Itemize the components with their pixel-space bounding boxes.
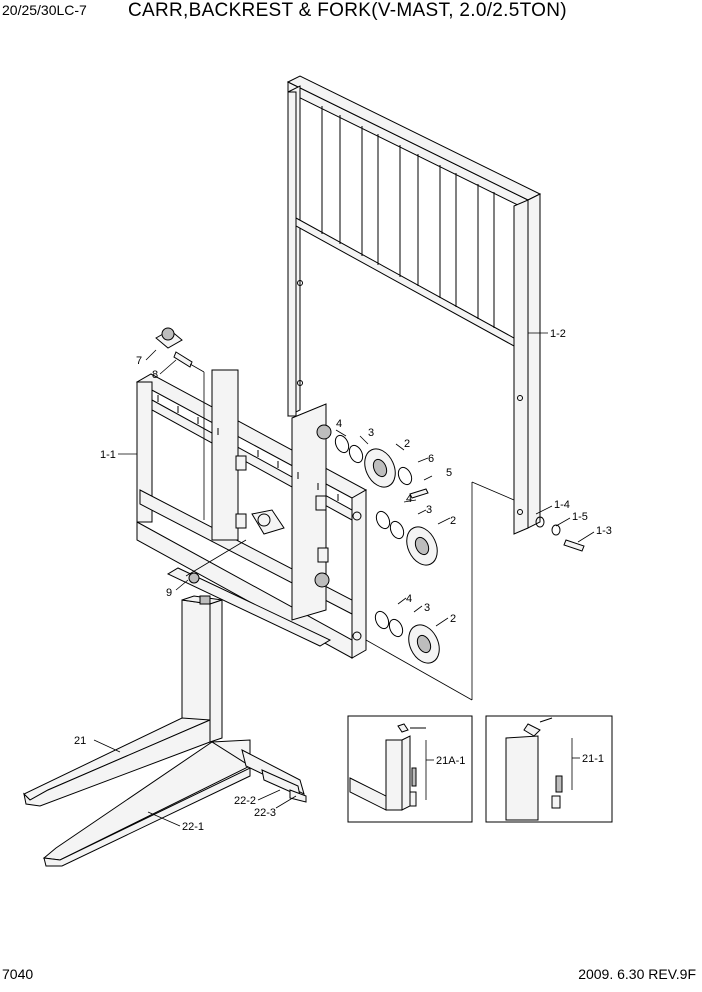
detail-box-21-1 (485, 715, 613, 823)
callout-4a: 4 (336, 418, 342, 430)
nut (185, 539, 247, 584)
callout-4b: 4 (406, 493, 412, 505)
callout-22-3: 22-3 (254, 807, 276, 819)
callout-21: 21 (74, 735, 86, 747)
callout-6: 6 (428, 453, 434, 465)
page-number: 7040 (2, 966, 34, 982)
callout-3b: 3 (426, 504, 432, 516)
callout-2c: 2 (450, 613, 456, 625)
callout-9: 9 (166, 587, 172, 599)
backrest (286, 75, 542, 535)
leader-lines (93, 332, 595, 827)
roller-lower (374, 610, 440, 664)
detail-box-21a (347, 715, 473, 823)
callout-1-1: 1-1 (100, 449, 116, 461)
backrest-bolt-set (365, 481, 585, 701)
carriage (135, 369, 368, 659)
callout-22-1: 22-1 (182, 821, 204, 833)
fork-side-shift (42, 739, 307, 867)
stopper-pin (155, 327, 205, 520)
callout-3c: 3 (424, 602, 430, 614)
callout-22-2: 22-2 (234, 795, 256, 807)
revision-date: 2009. 6.30 REV.9F (578, 966, 696, 982)
callout-1-5: 1-5 (572, 511, 588, 523)
callout-2a: 2 (404, 438, 410, 450)
callout-5: 5 (446, 467, 452, 479)
roller-middle (375, 510, 438, 566)
callout-1-2: 1-2 (550, 328, 566, 340)
callout-7: 7 (136, 355, 142, 367)
callout-2b: 2 (450, 515, 456, 527)
callout-8: 8 (152, 369, 158, 381)
callout-3a: 3 (368, 427, 374, 439)
model-code: 20/25/30LC-7 (2, 2, 87, 18)
callout-4c: 4 (406, 593, 412, 605)
page-title: CARR,BACKREST & FORK(V-MAST, 2.0/2.5TON) (128, 0, 567, 21)
fork (23, 595, 223, 807)
callout-1-4: 1-4 (554, 499, 570, 511)
callout-21-1: 21-1 (582, 753, 604, 765)
callout-21a-1: 21A-1 (436, 755, 465, 767)
callout-1-3: 1-3 (596, 525, 612, 537)
roller-upper (334, 434, 429, 499)
